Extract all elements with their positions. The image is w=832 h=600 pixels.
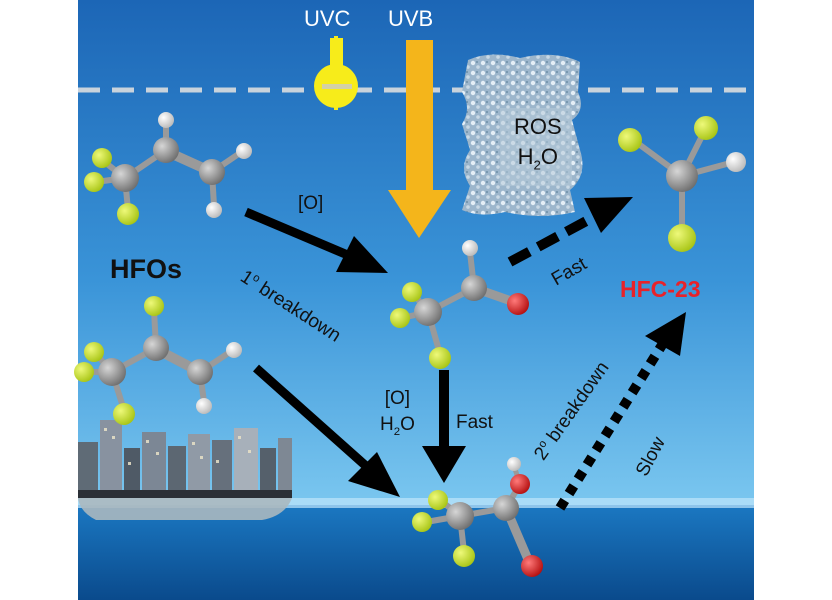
ros-water-label: ROS H2O	[514, 112, 562, 180]
hfc23-molecule	[618, 116, 746, 252]
fast-label-mid: Fast	[456, 412, 493, 433]
water-label: H2O	[517, 144, 559, 173]
uvb-label: UVB	[388, 6, 434, 31]
acid-molecule	[412, 457, 543, 577]
hfc23-label: HFC-23	[620, 276, 701, 302]
arrow-fast-aldehyde-to-acid	[422, 370, 466, 483]
arrow-slow-acid-to-hfc23	[555, 312, 686, 511]
uvb-arrow	[388, 40, 451, 238]
oxidant-water-label-mid: [O] H2O	[380, 388, 415, 438]
horizon-glow	[78, 498, 754, 508]
city-skyline-icon	[78, 420, 292, 520]
hfo-molecule-2	[74, 296, 242, 425]
arrow-primary-breakdown-to-acid	[253, 364, 400, 497]
hfos-label: HFOs	[110, 254, 183, 284]
hfo-molecule-1	[84, 112, 252, 225]
uvc-lamp-icon	[314, 36, 358, 110]
ros-label: ROS	[514, 114, 562, 139]
aldehyde-molecule	[390, 240, 529, 369]
oxidant-label-top: [O]	[298, 193, 324, 214]
uvc-label: UVC	[304, 6, 351, 31]
arrow-oxidation-to-aldehyde	[244, 207, 388, 273]
arrow-fast-aldehyde-to-hfc23	[507, 197, 633, 267]
aerosol-cloud-icon	[462, 54, 583, 216]
